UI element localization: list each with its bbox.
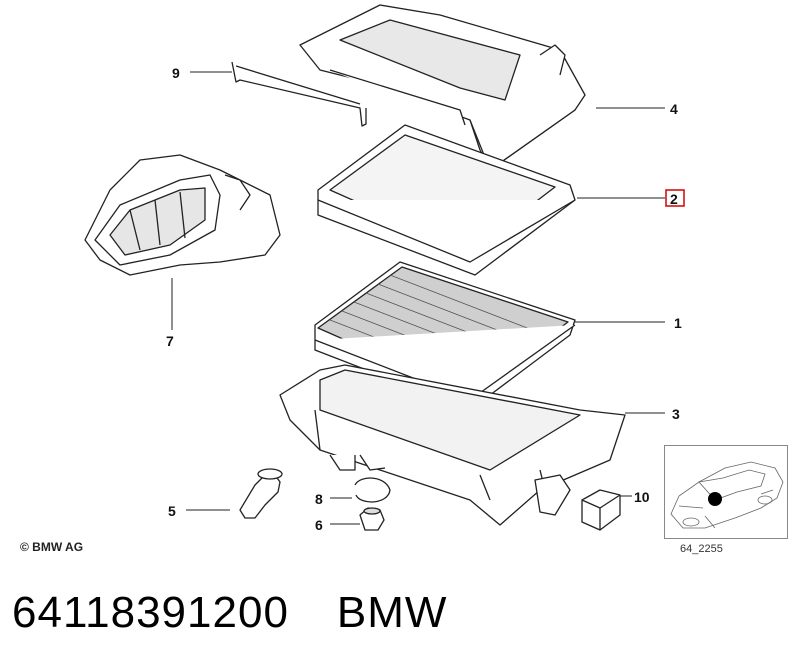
highlight-box (665, 189, 685, 207)
part-9-wire-clip (231, 61, 367, 127)
part-7-intake-duct (84, 154, 281, 276)
part-10-cap (581, 489, 621, 531)
part-6-nut (359, 507, 385, 531)
part-3-lower-housing (279, 364, 626, 526)
diagram-reference-code: 64_2255 (680, 543, 723, 555)
part-2-filter-frame (317, 124, 576, 276)
copyright-notice: © BMW AG (20, 540, 84, 554)
callout-7: 7 (166, 333, 174, 349)
brand-name: BMW (336, 588, 448, 637)
callout-1: 1 (674, 315, 682, 331)
leader-lines (171, 71, 665, 525)
part-5-hose (239, 468, 283, 519)
callout-9: 9 (172, 65, 180, 81)
callout-2: 2 (670, 191, 678, 207)
part-1-particle-filter (314, 261, 576, 411)
callout-10: 10 (634, 489, 650, 505)
callout-4: 4 (670, 101, 678, 117)
callout-3: 3 (672, 406, 680, 422)
car-outline-icon (670, 461, 784, 529)
callout-8: 8 (315, 491, 323, 507)
part-number: 64118391200 (12, 588, 289, 637)
callout-6: 6 (315, 517, 323, 533)
callout-5: 5 (168, 503, 176, 519)
vehicle-locator-thumbnail (664, 445, 788, 539)
callout-labels: 9 4 2 7 1 3 5 8 6 10 (166, 65, 682, 533)
part-4-upper-housing (299, 4, 586, 171)
part-caption: 64118391200 BMW (12, 588, 447, 638)
part-8-spring-clip (354, 477, 391, 503)
black-dot-icon (708, 492, 722, 506)
